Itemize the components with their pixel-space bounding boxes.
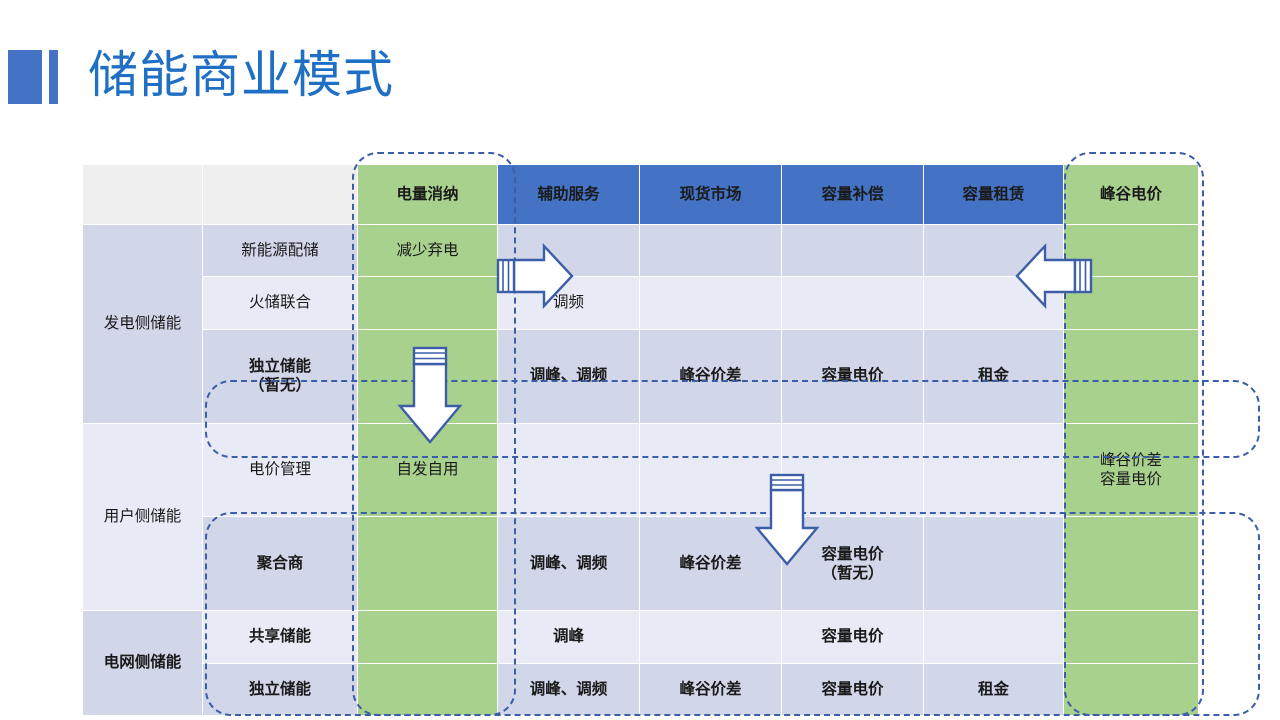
row-label: 火储联合 <box>202 276 358 330</box>
matrix-cell: 调峰、调频 <box>497 328 640 424</box>
row-label: 电价管理 <box>202 422 358 518</box>
matrix-cell <box>357 276 498 330</box>
matrix-cell <box>357 328 498 424</box>
row-group-label-1: 发电侧储能 <box>82 224 203 424</box>
matrix-cell: 容量电价 <box>781 328 924 424</box>
header-corner-blank-1 <box>82 164 203 225</box>
matrix-cell <box>1063 223 1199 278</box>
row-group-label-2: 用户侧储能 <box>82 422 203 612</box>
matrix-cell: 峰谷价差 <box>639 516 782 612</box>
business-model-matrix: 电量消纳辅助服务现货市场容量补偿容量租赁峰谷电价发电侧储能新能源配储减少弃电火储… <box>82 164 1199 717</box>
column-header-5: 容量租赁 <box>923 164 1064 225</box>
matrix-cell <box>357 516 498 612</box>
matrix-cell: 调峰 <box>497 610 640 664</box>
column-header-1: 电量消纳 <box>357 164 498 225</box>
matrix-cell: 调频 <box>497 276 640 330</box>
table-row: 发电侧储能新能源配储减少弃电 <box>82 223 1199 424</box>
matrix-cell: 峰谷价差容量电价 <box>1063 422 1199 518</box>
matrix-cell <box>1063 662 1199 717</box>
column-header-4: 容量补偿 <box>781 164 924 225</box>
table-row: 电网侧储能共享储能调峰容量电价 <box>82 610 1199 716</box>
row-label: 新能源配储 <box>202 223 358 278</box>
column-header-2: 辅助服务 <box>497 164 640 225</box>
matrix-cell <box>781 276 924 330</box>
row-group-label-3: 电网侧储能 <box>82 610 203 716</box>
matrix-cell: 峰谷价差 <box>639 328 782 424</box>
matrix-cell <box>357 610 498 664</box>
matrix-cell <box>639 223 782 278</box>
matrix-cell: 调峰、调频 <box>497 662 640 717</box>
matrix-cell <box>1063 610 1199 664</box>
matrix-cell <box>497 422 640 518</box>
matrix-cell <box>639 610 782 664</box>
matrix-cell <box>923 516 1064 612</box>
matrix-cell: 租金 <box>923 328 1064 424</box>
matrix-cell: 峰谷价差 <box>639 662 782 717</box>
matrix-cell: 自发自用 <box>357 422 498 518</box>
page-title: 储能商业模式 <box>88 47 394 103</box>
matrix-table: 电量消纳辅助服务现货市场容量补偿容量租赁峰谷电价发电侧储能新能源配储减少弃电火储… <box>82 164 1199 717</box>
matrix-cell <box>781 422 924 518</box>
matrix-cell <box>923 223 1064 278</box>
header-corner-blank-2 <box>202 164 358 225</box>
matrix-cell <box>639 422 782 518</box>
matrix-cell <box>1063 328 1199 424</box>
row-label: 聚合商 <box>202 516 358 612</box>
matrix-cell: 容量电价 <box>781 662 924 717</box>
matrix-cell: 容量电价（暂无） <box>781 516 924 612</box>
table-row: 独立储能（暂无） 调峰、调频峰谷价差容量电价租金 <box>83 328 1199 424</box>
matrix-cell <box>1063 276 1199 330</box>
matrix-cell <box>923 610 1064 664</box>
matrix-cell <box>357 662 498 717</box>
matrix-cell: 调峰、调频 <box>497 516 640 612</box>
matrix-cell <box>923 276 1064 330</box>
table-row: 火储联合 调频 <box>83 276 1199 330</box>
matrix-cell <box>923 422 1064 518</box>
row-label: 共享储能 <box>202 610 358 664</box>
matrix-header-row: 电量消纳辅助服务现货市场容量补偿容量租赁峰谷电价 <box>82 164 1199 225</box>
title-accent-bar-thin <box>49 50 58 104</box>
matrix-cell: 减少弃电 <box>357 223 498 278</box>
matrix-cell: 租金 <box>923 662 1064 717</box>
matrix-cell <box>497 223 640 278</box>
matrix-cell <box>781 223 924 278</box>
table-row: 聚合商 调峰、调频峰谷价差容量电价（暂无） <box>83 516 1199 612</box>
matrix-cell: 容量电价 <box>781 610 924 664</box>
table-row: 独立储能 调峰、调频峰谷价差容量电价租金 <box>83 662 1199 717</box>
column-header-3: 现货市场 <box>639 164 782 225</box>
row-label: 独立储能 <box>202 662 358 717</box>
matrix-cell <box>1063 516 1199 612</box>
matrix-cell <box>639 276 782 330</box>
row-label: 独立储能（暂无） <box>202 328 358 424</box>
table-row: 用户侧储能电价管理自发自用 峰谷价差容量电价 <box>82 422 1199 612</box>
column-header-6: 峰谷电价 <box>1063 164 1199 225</box>
title-accent-bar-wide <box>8 50 42 104</box>
